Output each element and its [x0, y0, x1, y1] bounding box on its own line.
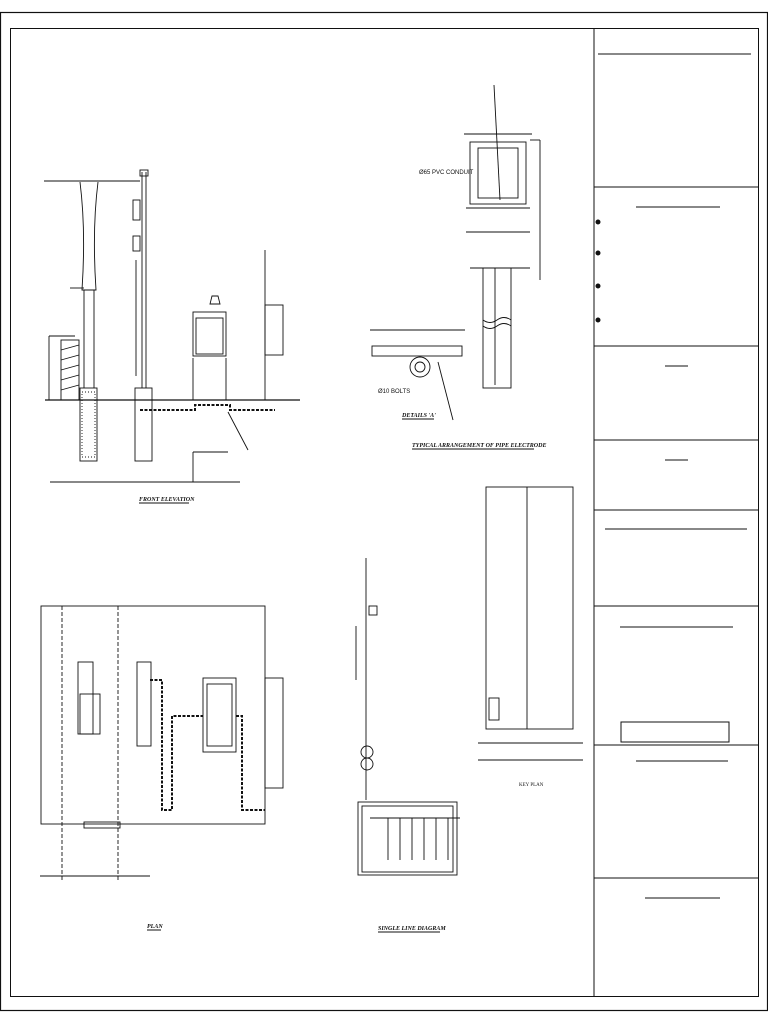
key-plan-drawing: [478, 486, 583, 761]
pipe-electrode-title: TYPICAL ARRANGEMENT OF PIPE ELECTRODE: [412, 443, 546, 449]
front-elevation-title: FRONT ELEVATION: [139, 497, 195, 503]
pipe-electrode-detail: [464, 84, 541, 389]
key-plan-title: KEY PLAN: [519, 783, 544, 788]
single-line-diagram-drawing: [355, 558, 460, 876]
details-a-title: DETAILS 'A': [401, 413, 436, 419]
title-block: [593, 28, 758, 996]
plan-title: PLAN: [147, 924, 163, 930]
pvc-conduit-label: Ø65 PVC CONDUIT: [419, 170, 474, 176]
front-elevation-drawing: [44, 169, 300, 483]
plan-drawing: [40, 605, 284, 880]
sheet-border: [0, 11, 768, 1012]
single-line-diagram-title: SINGLE LINE DIAGRAM: [378, 926, 446, 932]
bolts-label: Ø10 BOLTS: [378, 389, 410, 395]
details-a-drawing: [370, 329, 465, 421]
